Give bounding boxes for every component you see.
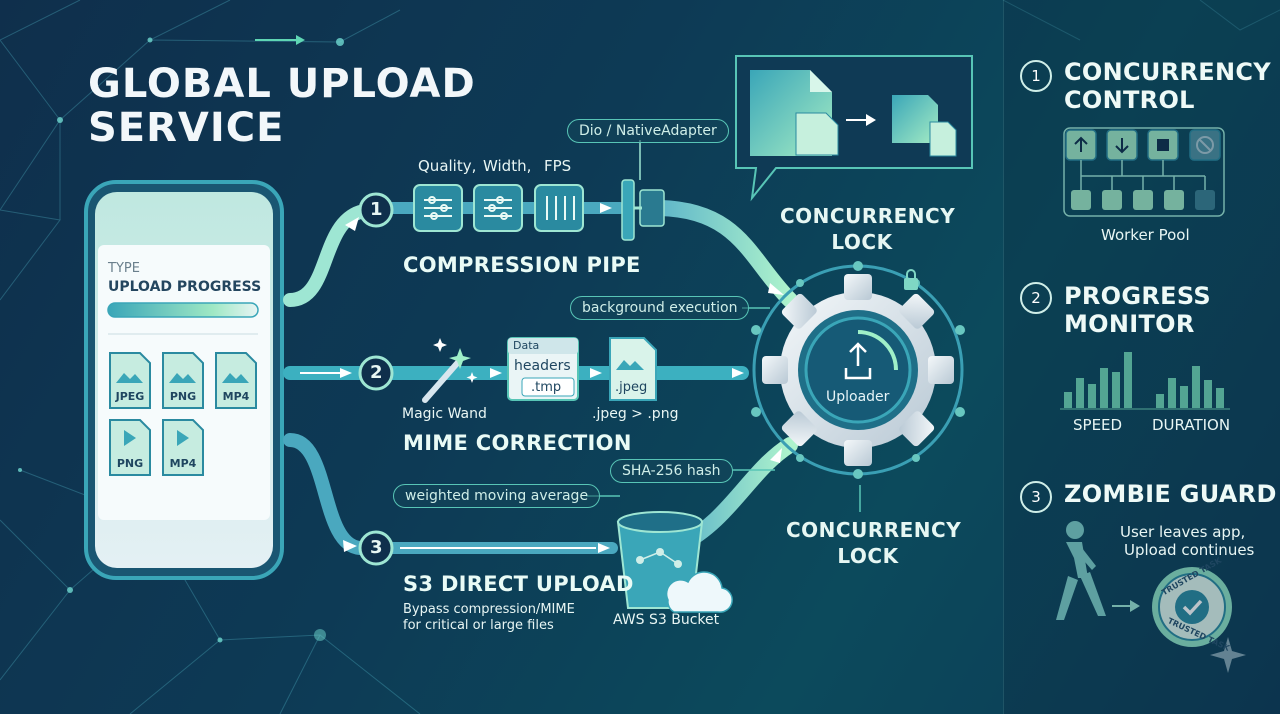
file-icons — [109, 352, 257, 476]
s3-bucket-label: AWS S3 Bucket — [613, 612, 720, 628]
stage-number-2: 2 — [370, 362, 383, 383]
data-header-box — [507, 337, 579, 401]
flow-arrows — [340, 203, 784, 553]
clamp-icon — [621, 179, 665, 241]
duration-label: DURATION — [1152, 416, 1231, 434]
phone — [84, 180, 284, 580]
file-label: PNG — [169, 390, 197, 403]
stage-number-3: 3 — [370, 537, 383, 558]
compression-pipe-title: COMPRESSION PIPE — [403, 253, 641, 277]
phone-progress-label: UPLOAD PROGRESS — [108, 279, 262, 295]
sparkle-icon — [1210, 637, 1246, 673]
right-number-1: 1 — [1020, 60, 1052, 92]
trusted-task-badge — [1152, 567, 1232, 647]
data-label: Data — [513, 339, 540, 352]
s3-desc-line1: Bypass compression/MIME — [403, 602, 575, 617]
progress-bar — [107, 302, 259, 318]
tmp-label: .tmp — [531, 380, 562, 395]
file-label: MP4 — [222, 390, 250, 403]
uploader-gear — [751, 261, 965, 479]
phone-type-label: TYPE — [108, 261, 140, 276]
page-title: GLOBAL UPLOAD SERVICE — [88, 61, 476, 151]
worker-pool-label: Worker Pool — [1101, 226, 1190, 244]
stage-number-1: 1 — [370, 199, 383, 220]
pill-sha: SHA-256 hash — [610, 459, 733, 483]
headers-label: headers — [514, 358, 571, 374]
jpeg-label: .jpeg — [615, 380, 648, 395]
zombie-desc-line2: Upload continues — [1124, 541, 1255, 559]
speed-bars — [1064, 352, 1132, 408]
param-width: Width, — [483, 157, 532, 175]
right-panel — [1003, 0, 1280, 714]
mime-correction-title: MIME CORRECTION — [403, 431, 632, 455]
pill-background: background execution — [570, 296, 750, 320]
magic-wand-label: Magic Wand — [402, 406, 487, 422]
zombie-desc-line1: User leaves app, — [1120, 523, 1246, 541]
s3-bucket-icon — [616, 511, 733, 613]
param-fps: FPS — [544, 157, 572, 175]
pill-dio: Dio / NativeAdapter — [567, 119, 729, 143]
zombie-guard-title: ZOMBIE GUARD — [1064, 480, 1277, 508]
param-quality: Quality, — [418, 157, 477, 175]
duration-bars — [1156, 366, 1224, 408]
s3-desc-line2: for critical or large files — [403, 618, 554, 633]
s3-direct-upload-title: S3 DIRECT UPLOAD — [403, 572, 634, 596]
pill-wma: weighted moving average — [393, 484, 601, 508]
conversion-bubble — [735, 55, 973, 202]
padlock-icon — [904, 269, 918, 290]
magic-wand-icon — [422, 338, 478, 403]
stage-circles — [358, 192, 394, 566]
worker-pool-diagram — [1063, 127, 1225, 217]
file-label: MP4 — [169, 457, 197, 470]
jpeg-doc-icon — [609, 337, 657, 401]
speed-label: SPEED — [1073, 416, 1123, 434]
uploader-label: Uploader — [826, 389, 890, 405]
conversion-label: .jpeg > .png — [592, 406, 679, 422]
file-label: PNG — [116, 457, 144, 470]
right-number-2: 2 — [1020, 282, 1052, 314]
right-number-3: 3 — [1020, 481, 1052, 513]
file-label: JPEG — [115, 390, 145, 403]
walking-person-icon — [1056, 521, 1106, 620]
